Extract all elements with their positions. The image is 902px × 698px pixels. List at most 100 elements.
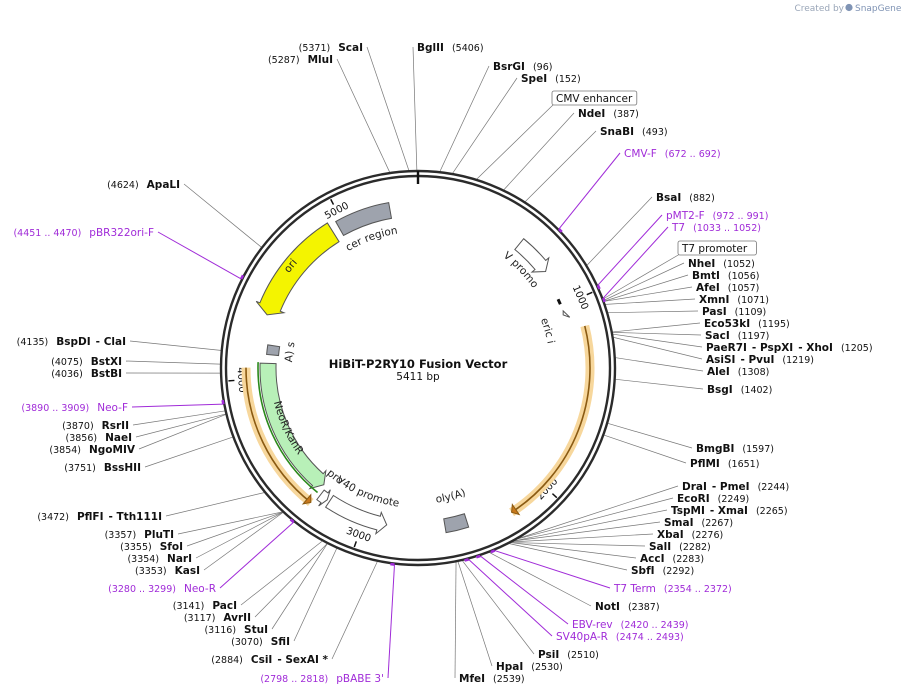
enzyme-spei[interactable]: SpeI(152) bbox=[521, 73, 581, 85]
svg-text:PflMI(1651): PflMI(1651) bbox=[690, 458, 759, 470]
enzyme-sfii[interactable]: (3070)SfiI bbox=[231, 636, 290, 648]
enzyme-ecori[interactable]: EcoRI(2249) bbox=[677, 493, 749, 505]
enzyme-bstxi[interactable]: (4075)BstXI bbox=[51, 356, 122, 368]
svg-text:SV40pA-R(2474 .. 2493): SV40pA-R(2474 .. 2493) bbox=[556, 631, 684, 643]
enzyme-sbfi[interactable]: SbfI(2292) bbox=[631, 565, 694, 577]
primer-neo-f[interactable]: (3890 .. 3909)Neo-F bbox=[21, 402, 128, 414]
enzyme-leader-line bbox=[604, 286, 693, 302]
svg-text:(2798 .. 2818)pBABE 3': (2798 .. 2818)pBABE 3' bbox=[260, 673, 384, 685]
enzyme-leader-line bbox=[615, 357, 704, 372]
enzyme-ndei[interactable]: NdeI(387) bbox=[578, 108, 639, 120]
primer-leader-line bbox=[479, 555, 569, 625]
enzyme-bsgi[interactable]: BsgI(1402) bbox=[707, 384, 772, 396]
feature-neor-kanr-cds-line bbox=[257, 362, 319, 494]
boxed-label-t7-promoter[interactable]: T7 promoter bbox=[677, 240, 757, 256]
enzyme-pluti[interactable]: (3357)PluTI bbox=[105, 529, 174, 541]
enzyme-avrii[interactable]: (3117)AvrII bbox=[184, 612, 251, 624]
enzyme-pflmi[interactable]: PflMI(1651) bbox=[690, 458, 759, 470]
primer-binding-mark bbox=[221, 399, 225, 405]
svg-text:(3472)PflFI- Tth111I: (3472)PflFI- Tth111I bbox=[37, 511, 162, 523]
feature-em7-promoter bbox=[316, 489, 331, 507]
feature-sv40-poly-a-signal bbox=[443, 513, 470, 534]
primer-leader-line bbox=[131, 403, 224, 408]
primer-ebv-rev[interactable]: EBV-rev(2420 .. 2439) bbox=[572, 619, 689, 631]
svg-text:(3357)PluTI: (3357)PluTI bbox=[105, 529, 174, 541]
svg-text:(3856)NaeI: (3856)NaeI bbox=[66, 432, 133, 444]
enzyme-snabi[interactable]: SnaBI(493) bbox=[600, 126, 668, 138]
enzyme-bsrgi[interactable]: BsrGI(96) bbox=[493, 61, 552, 73]
enzyme-sfoi[interactable]: (3355)SfoI bbox=[120, 541, 183, 553]
svg-text:NdeI(387): NdeI(387) bbox=[578, 108, 639, 120]
enzyme-acci[interactable]: AccI(2283) bbox=[640, 553, 704, 565]
enzyme-afei[interactable]: AfeI(1057) bbox=[696, 282, 759, 294]
enzyme-paer7i[interactable]: PaeR7I- PspXI- XhoI(1205) bbox=[706, 342, 873, 354]
primer-pbr322ori-f[interactable]: (4451 .. 4470)pBR322ori-F bbox=[13, 227, 154, 239]
enzyme-bsshii[interactable]: (3751)BssHII bbox=[64, 462, 141, 474]
feature-neor-kanr bbox=[259, 362, 327, 490]
enzyme-apali[interactable]: (4624)ApaLI bbox=[107, 179, 180, 191]
primer-binding-mark bbox=[596, 284, 601, 290]
enzyme-asisi[interactable]: AsiSI- PvuI(1219) bbox=[706, 354, 814, 366]
enzyme-ngomiv[interactable]: (3854)NgoMIV bbox=[49, 444, 135, 456]
primer-sv40pa-r[interactable]: SV40pA-R(2474 .. 2493) bbox=[556, 631, 684, 643]
primer-t7-term[interactable]: T7 Term(2354 .. 2372) bbox=[613, 583, 732, 595]
enzyme-alei[interactable]: AleI(1308) bbox=[707, 366, 769, 378]
enzyme-naei[interactable]: (3856)NaeI bbox=[66, 432, 133, 444]
primer-t7[interactable]: T7(1033 .. 1052) bbox=[671, 222, 761, 234]
enzyme-paci[interactable]: (3141)PacI bbox=[173, 600, 237, 612]
svg-text:pMT2-F(972 .. 991): pMT2-F(972 .. 991) bbox=[666, 210, 768, 222]
enzyme-bspdi[interactable]: (4135)BspDI- ClaI bbox=[17, 336, 126, 348]
enzyme-leader-line bbox=[454, 562, 457, 679]
enzyme-hpai[interactable]: HpaI(2530) bbox=[496, 661, 563, 673]
enzyme-mlui[interactable]: (5287)MluI bbox=[268, 54, 333, 66]
enzyme-tspmi[interactable]: TspMI- XmaI(2265) bbox=[671, 505, 788, 517]
enzyme-bstbi[interactable]: (4036)BstBI bbox=[51, 368, 122, 380]
enzyme-csii[interactable]: (2884)CsiI- SexAI * bbox=[211, 654, 328, 666]
svg-text:(4075)BstXI: (4075)BstXI bbox=[51, 356, 122, 368]
ruler-label: 1000 bbox=[570, 284, 590, 312]
primer-pbabe-3[interactable]: (2798 .. 2818)pBABE 3' bbox=[260, 673, 384, 685]
enzyme-kasi[interactable]: (3353)KasI bbox=[135, 565, 200, 577]
primer-cmv-f[interactable]: CMV-F(672 .. 692) bbox=[624, 148, 721, 160]
svg-text:TspMI- XmaI(2265): TspMI- XmaI(2265) bbox=[671, 505, 788, 517]
enzyme-leader-line bbox=[144, 436, 233, 468]
enzyme-bglii[interactable]: BglII(5406) bbox=[417, 42, 484, 54]
svg-text:(3280 .. 3299)Neo-R: (3280 .. 3299)Neo-R bbox=[108, 583, 216, 595]
enzyme-bmti[interactable]: BmtI(1056) bbox=[692, 270, 759, 282]
enzyme-leader-line bbox=[612, 332, 702, 336]
enzyme-stui[interactable]: (3116)StuI bbox=[204, 624, 268, 636]
enzyme-leader-line bbox=[271, 543, 328, 630]
primer-binding-mark bbox=[490, 549, 496, 554]
enzyme-scai[interactable]: (5371)ScaI bbox=[299, 42, 363, 54]
enzyme-nhei[interactable]: NheI(1052) bbox=[688, 258, 755, 270]
svg-text:(3870)RsrII: (3870)RsrII bbox=[62, 420, 129, 432]
ruler-tick bbox=[353, 541, 358, 548]
enzyme-nari[interactable]: (3354)NarI bbox=[127, 553, 192, 565]
svg-text:BmtI(1056): BmtI(1056) bbox=[692, 270, 759, 282]
primer-leader-line bbox=[468, 559, 553, 637]
enzyme-pasi[interactable]: PasI(1109) bbox=[702, 306, 766, 318]
enzyme-noti[interactable]: NotI(2387) bbox=[595, 601, 660, 613]
enzyme-xbai[interactable]: XbaI(2276) bbox=[657, 529, 723, 541]
svg-text:(4135)BspDI- ClaI: (4135)BspDI- ClaI bbox=[17, 336, 126, 348]
svg-text:SnaBI(493): SnaBI(493) bbox=[600, 126, 668, 138]
enzyme-leader-line bbox=[203, 512, 283, 571]
enzyme-rsrii[interactable]: (3870)RsrII bbox=[62, 420, 129, 432]
enzyme-bmgbi[interactable]: BmgBI(1597) bbox=[696, 443, 774, 455]
enzyme-pflfi[interactable]: (3472)PflFI- Tth111I bbox=[37, 511, 162, 523]
enzyme-mfei[interactable]: MfeI(2539) bbox=[459, 673, 525, 685]
boxed-label-cmv-enhancer[interactable]: CMV enhancer bbox=[551, 90, 638, 106]
enzyme-eco53ki[interactable]: Eco53kI(1195) bbox=[704, 318, 790, 330]
primer-neo-r[interactable]: (3280 .. 3299)Neo-R bbox=[108, 583, 216, 595]
enzyme-saci[interactable]: SacI(1197) bbox=[705, 330, 769, 342]
enzyme-xmni[interactable]: XmnI(1071) bbox=[699, 294, 769, 306]
enzyme-smai[interactable]: SmaI(2267) bbox=[664, 517, 733, 529]
primer-binding-mark bbox=[602, 297, 606, 303]
primer-pmt2-f[interactable]: pMT2-F(972 .. 991) bbox=[666, 210, 768, 222]
enzyme-drai[interactable]: DraI- PmeI(2244) bbox=[682, 481, 789, 493]
enzyme-sali[interactable]: SalI(2282) bbox=[649, 541, 711, 553]
primer-leader-line bbox=[494, 550, 611, 589]
enzyme-psii[interactable]: PsiI(2510) bbox=[538, 649, 599, 661]
boxed-feature-labels: CMV enhancer T7 promoter bbox=[551, 90, 757, 256]
enzyme-bsai[interactable]: BsaI(882) bbox=[656, 192, 715, 204]
